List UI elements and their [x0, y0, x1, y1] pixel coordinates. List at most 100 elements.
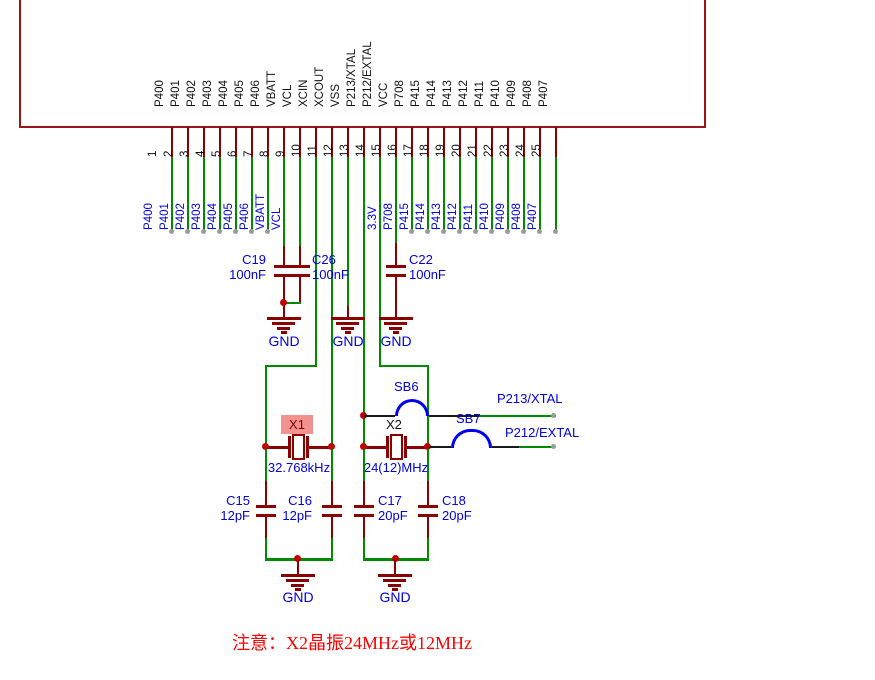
crystal-plate	[404, 436, 407, 458]
pin-wire[interactable]	[283, 157, 285, 247]
pin-stub[interactable]	[283, 127, 285, 158]
pin-stub[interactable]	[379, 127, 381, 158]
wire-segment	[265, 538, 267, 559]
gnd-stem	[297, 560, 299, 575]
cap-plate	[386, 265, 406, 268]
cap-plate	[274, 274, 294, 277]
crystal-x1-highlight[interactable]: X1	[281, 415, 313, 434]
pin-wire[interactable]	[395, 157, 397, 244]
pin-wire[interactable]	[555, 157, 557, 233]
junction-dot	[360, 412, 367, 419]
pin-wire[interactable]	[219, 157, 221, 233]
wire-segment[interactable]	[519, 446, 554, 448]
pin-stub[interactable]	[363, 127, 365, 158]
pin-name: P414	[426, 80, 438, 107]
gnd-bar	[379, 317, 413, 320]
pin-number: 5	[211, 150, 223, 157]
pin-wire[interactable]	[491, 157, 493, 233]
pin-stub[interactable]	[459, 127, 461, 158]
pin-wire[interactable]	[235, 157, 237, 233]
wire-endpoint	[537, 229, 542, 234]
gnd-bar	[384, 322, 407, 325]
net-label: P402	[175, 203, 187, 230]
pin-stub[interactable]	[251, 127, 253, 158]
wire-segment[interactable]	[379, 365, 429, 367]
cap-value: 12pF	[220, 508, 250, 523]
pin-wire[interactable]	[347, 157, 349, 308]
pin-stub[interactable]	[331, 127, 333, 158]
pin-stub[interactable]	[491, 127, 493, 158]
pin-stub[interactable]	[427, 127, 429, 158]
crystal-lead	[265, 446, 289, 449]
pin-stub[interactable]	[555, 127, 557, 158]
cap-ref: C15	[226, 493, 250, 508]
pin-wire[interactable]	[379, 157, 381, 367]
crystal-lead	[309, 446, 333, 449]
cap-plate	[418, 505, 438, 508]
pin-stub[interactable]	[539, 127, 541, 158]
net-label: P407	[527, 203, 539, 230]
cap-value: 100nF	[312, 267, 349, 282]
crystal-plate	[306, 436, 309, 458]
cap-plate	[274, 265, 294, 268]
pin-wire[interactable]	[187, 157, 189, 233]
bridge-lead	[492, 446, 519, 448]
pin-wire[interactable]	[315, 157, 317, 367]
pin-wire[interactable]	[507, 157, 509, 233]
pin-wire[interactable]	[411, 157, 413, 233]
cap-lead	[363, 517, 365, 538]
pin-stub[interactable]	[347, 127, 349, 158]
pin-stub[interactable]	[219, 127, 221, 158]
pin-name: P411	[474, 80, 486, 107]
pin-wire[interactable]	[539, 157, 541, 233]
pin-stub[interactable]	[315, 127, 317, 158]
junction-dot	[328, 443, 335, 450]
pin-stub[interactable]	[203, 127, 205, 158]
pin-wire[interactable]	[363, 157, 365, 449]
pin-stub[interactable]	[411, 127, 413, 158]
pin-wire[interactable]	[523, 157, 525, 233]
pin-wire[interactable]	[203, 157, 205, 233]
gnd-bar	[383, 579, 406, 582]
pin-stub[interactable]	[171, 127, 173, 158]
wire-segment[interactable]	[427, 365, 429, 448]
mcu-ic-body[interactable]	[19, 0, 706, 128]
cap-lead	[427, 517, 429, 538]
pin-wire[interactable]	[299, 157, 301, 247]
pin-number: 19	[435, 144, 447, 157]
gnd-bar	[281, 331, 287, 334]
pin-stub[interactable]	[235, 127, 237, 158]
wire-segment[interactable]	[265, 365, 267, 448]
pin-wire[interactable]	[427, 157, 429, 233]
pin-wire[interactable]	[331, 157, 333, 449]
pin-stub[interactable]	[443, 127, 445, 158]
pin-stub[interactable]	[267, 127, 269, 158]
gnd-bar	[286, 579, 309, 582]
pin-wire[interactable]	[171, 157, 173, 233]
pin-wire[interactable]	[267, 157, 269, 233]
cap-plate	[256, 514, 276, 517]
pin-wire[interactable]	[459, 157, 461, 233]
pin-stub[interactable]	[523, 127, 525, 158]
wire-segment[interactable]	[479, 415, 556, 417]
wire-endpoint	[505, 229, 510, 234]
wire-segment	[427, 449, 429, 481]
pin-stub[interactable]	[507, 127, 509, 158]
net-label: VBATT	[255, 193, 267, 230]
bridge-lead	[429, 415, 479, 417]
pin-stub[interactable]	[395, 127, 397, 158]
wire-segment[interactable]	[283, 302, 301, 304]
pin-stub[interactable]	[187, 127, 189, 158]
cap-ref: C17	[378, 493, 402, 508]
pin-wire[interactable]	[251, 157, 253, 233]
pin-number: 9	[275, 150, 287, 157]
pin-wire[interactable]	[443, 157, 445, 233]
wire-endpoint	[521, 229, 526, 234]
net-label: P413	[431, 203, 443, 230]
pin-name: P412	[458, 80, 470, 107]
pin-wire[interactable]	[475, 157, 477, 233]
pin-number: 22	[483, 144, 495, 157]
pin-stub[interactable]	[475, 127, 477, 158]
pin-stub[interactable]	[299, 127, 301, 158]
wire-segment[interactable]	[265, 365, 317, 367]
